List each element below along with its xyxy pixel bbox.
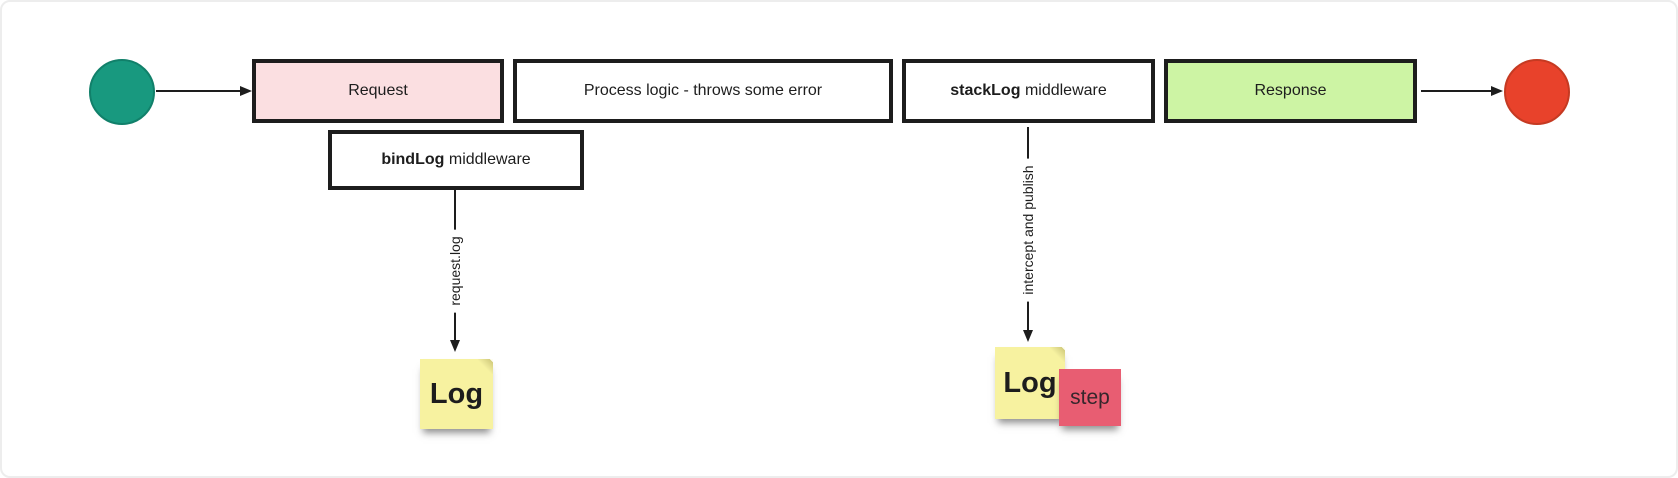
start-node-circle [89,59,155,125]
end-node-circle [1504,59,1570,125]
arrowhead-right-icon [240,86,252,96]
request-label: Request [348,82,408,99]
arrowhead-down-icon [1023,330,1033,342]
sticky-log-2-label: Log [1003,366,1057,399]
arrowhead-down-icon [450,340,460,352]
bindlog-middleware-box: bindLog middleware [328,130,584,190]
bindlog-middleware-label: bindLog middleware [381,152,530,168]
stacklog-rest-word: middleware [1024,82,1107,99]
bindlog-rest-word: middleware [448,151,531,168]
edge-bindlog-to-log-label: request.log [447,229,463,313]
edge-stacklog-to-log-label: intercept and publish [1020,158,1036,302]
bindlog-bold-word: bindLog [381,151,445,168]
sticky-log-1-label: Log [429,377,484,410]
response-label: Response [1254,82,1327,99]
stacklog-middleware-label: stackLog middleware [950,83,1107,99]
stacklog-bold-word: stackLog [950,82,1021,99]
stacklog-middleware-box: stackLog middleware [902,59,1155,123]
sticky-step-label: step [1070,385,1110,409]
sticky-note-step: step [1059,369,1121,426]
request-box: Request [252,59,504,123]
response-box: Response [1164,59,1417,123]
folded-corner-icon [478,359,493,374]
process-logic-label: Process logic - throws some error [583,82,823,99]
edge-response-to-end-line [1421,90,1493,92]
folded-corner-icon [1050,347,1065,362]
arrowhead-right-icon [1491,86,1503,96]
sticky-note-log-1: Log [420,359,493,429]
sticky-note-log-2: Log [995,347,1065,419]
process-logic-box: Process logic - throws some error [513,59,893,123]
edge-start-to-request-line [156,90,242,92]
